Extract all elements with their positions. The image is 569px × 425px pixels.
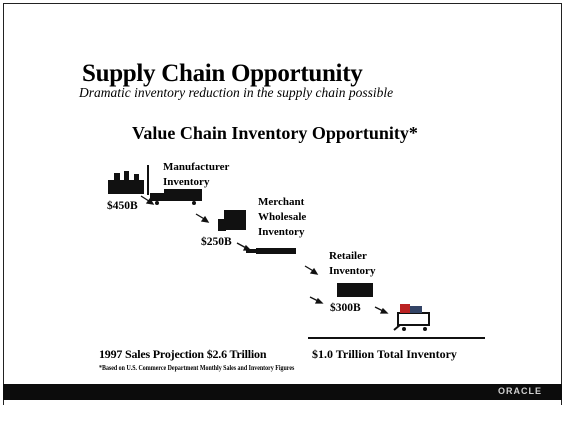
stage-3-amount: $300B [330, 302, 361, 314]
store-icon [337, 283, 373, 297]
total-inventory: $1.0 Trillion Total Inventory [312, 347, 457, 361]
oracle-logo: ORACLE [498, 386, 542, 396]
stage-2-label: Merchant Wholesale Inventory [258, 196, 307, 238]
stage-2-amount: $250B [201, 236, 232, 248]
footnote: *Based on U.S. Commerce Department Month… [99, 364, 295, 372]
stage-3-label: Retailer Inventory [329, 250, 376, 277]
stage-1-amount: $450B [107, 200, 138, 212]
sales-projection: 1997 Sales Projection $2.6 Trillion [99, 347, 267, 361]
slide-subtitle: Dramatic inventory reduction in the supp… [79, 85, 394, 100]
chart-title: Value Chain Inventory Opportunity* [132, 123, 418, 143]
shopping-cart-icon [393, 304, 430, 331]
slide-border [3, 3, 562, 405]
truck-icon-2 [246, 248, 296, 254]
warehouse-icon [218, 210, 246, 231]
slide-title: Supply Chain Opportunity [82, 60, 363, 87]
flow-arrows [140, 195, 389, 314]
footer-band [3, 384, 562, 400]
factory-icon [108, 165, 149, 195]
truck-icon-1 [150, 189, 202, 205]
stage-1-label: Manufacturer Inventory [163, 161, 230, 188]
